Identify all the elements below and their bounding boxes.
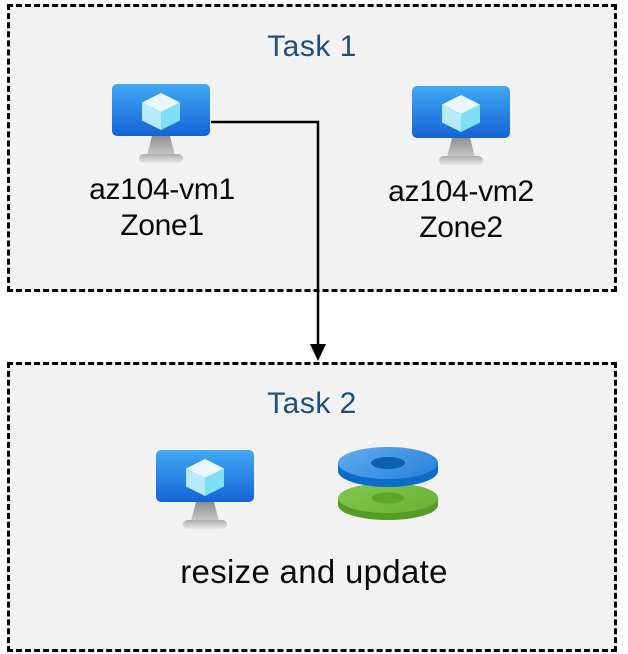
- managed-disks-icon: [338, 447, 438, 520]
- task2-panel: Task 2: [7, 362, 617, 652]
- task1-title: Task 1: [267, 30, 357, 63]
- task2-caption: resize and update: [180, 553, 448, 590]
- vm1-name: az104-vm1: [89, 173, 235, 206]
- vm2-zone: Zone2: [419, 211, 503, 244]
- virtual-machine-icon: [412, 86, 510, 165]
- vm2-name: az104-vm2: [388, 175, 534, 208]
- virtual-machine-icon: [156, 450, 254, 529]
- vm1-zone: Zone1: [120, 209, 204, 242]
- vm1-label: az104-vm1 Zone1: [52, 172, 272, 244]
- task1-panel: Task 1: [7, 4, 617, 292]
- task2-title: Task 2: [267, 387, 357, 420]
- virtual-machine-icon: [112, 84, 210, 163]
- vm2-label: az104-vm2 Zone2: [351, 174, 571, 246]
